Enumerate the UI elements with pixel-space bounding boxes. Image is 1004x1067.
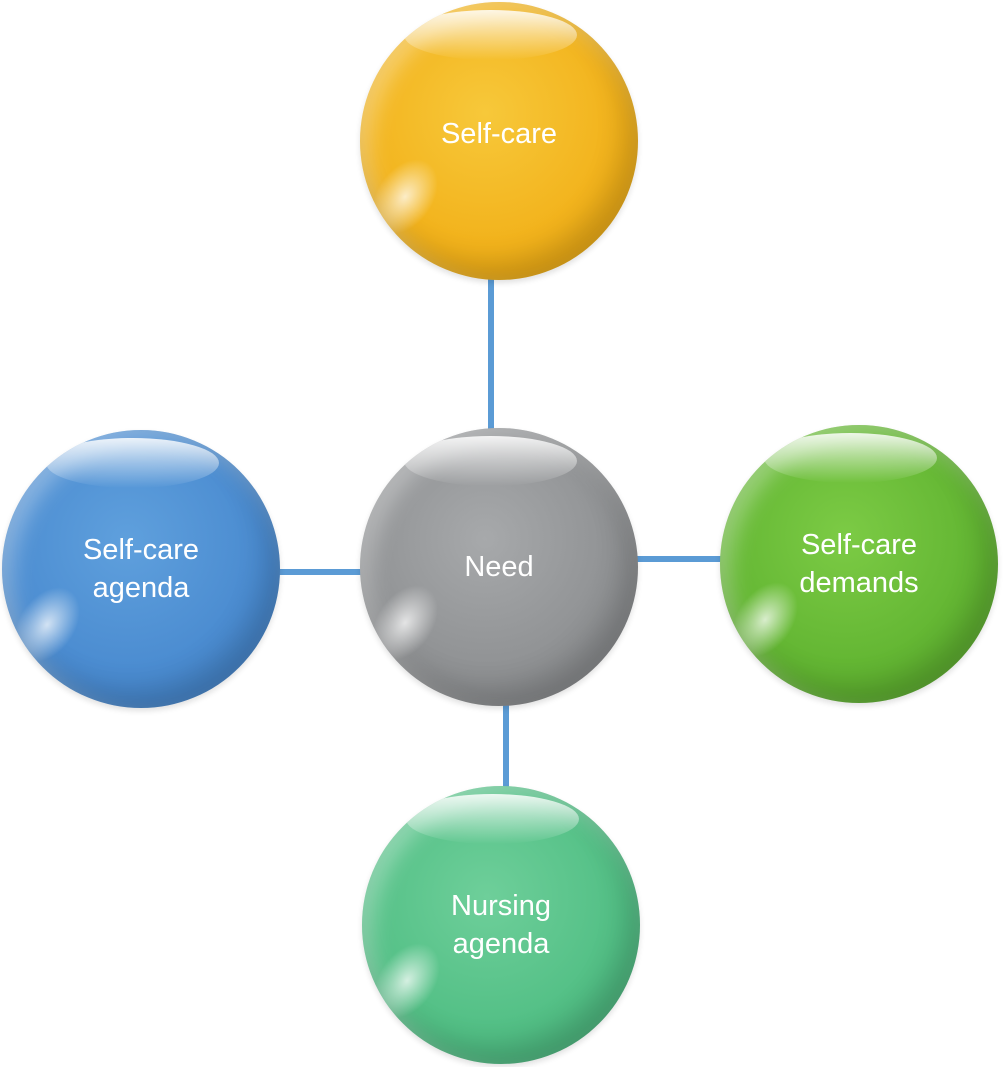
connector-top [488, 278, 494, 430]
node-self-care-label: Self-care [441, 115, 557, 153]
node-self-care-demands-line-2: demands [799, 567, 919, 599]
connector-right [636, 556, 724, 562]
node-self-care: Self-care [360, 2, 638, 280]
node-self-care-agenda-label: Self-care agenda [83, 531, 199, 607]
node-nursing-agenda: Nursing agenda [362, 786, 640, 1064]
node-self-care-line-1: Self-care [440, 118, 558, 150]
connector-left [278, 569, 366, 575]
node-self-care-agenda: Self-care agenda [2, 430, 280, 708]
node-need: Need [360, 428, 638, 706]
node-need-line-1: Need [464, 551, 534, 583]
connector-bottom [503, 700, 509, 788]
node-self-care-demands: Self-care demands [720, 425, 998, 703]
node-self-care-agenda-line-2: agenda [92, 572, 190, 604]
node-nursing-agenda-line-1: Nursing [451, 890, 551, 922]
node-need-label: Need [464, 548, 533, 586]
node-nursing-agenda-line-2: agenda [452, 928, 550, 960]
node-nursing-agenda-label: Nursing agenda [451, 887, 551, 963]
node-self-care-demands-line-1: Self-care [800, 529, 918, 561]
node-self-care-agenda-line-1: Self-care [82, 534, 200, 566]
node-self-care-demands-label: Self-care demands [799, 526, 918, 602]
